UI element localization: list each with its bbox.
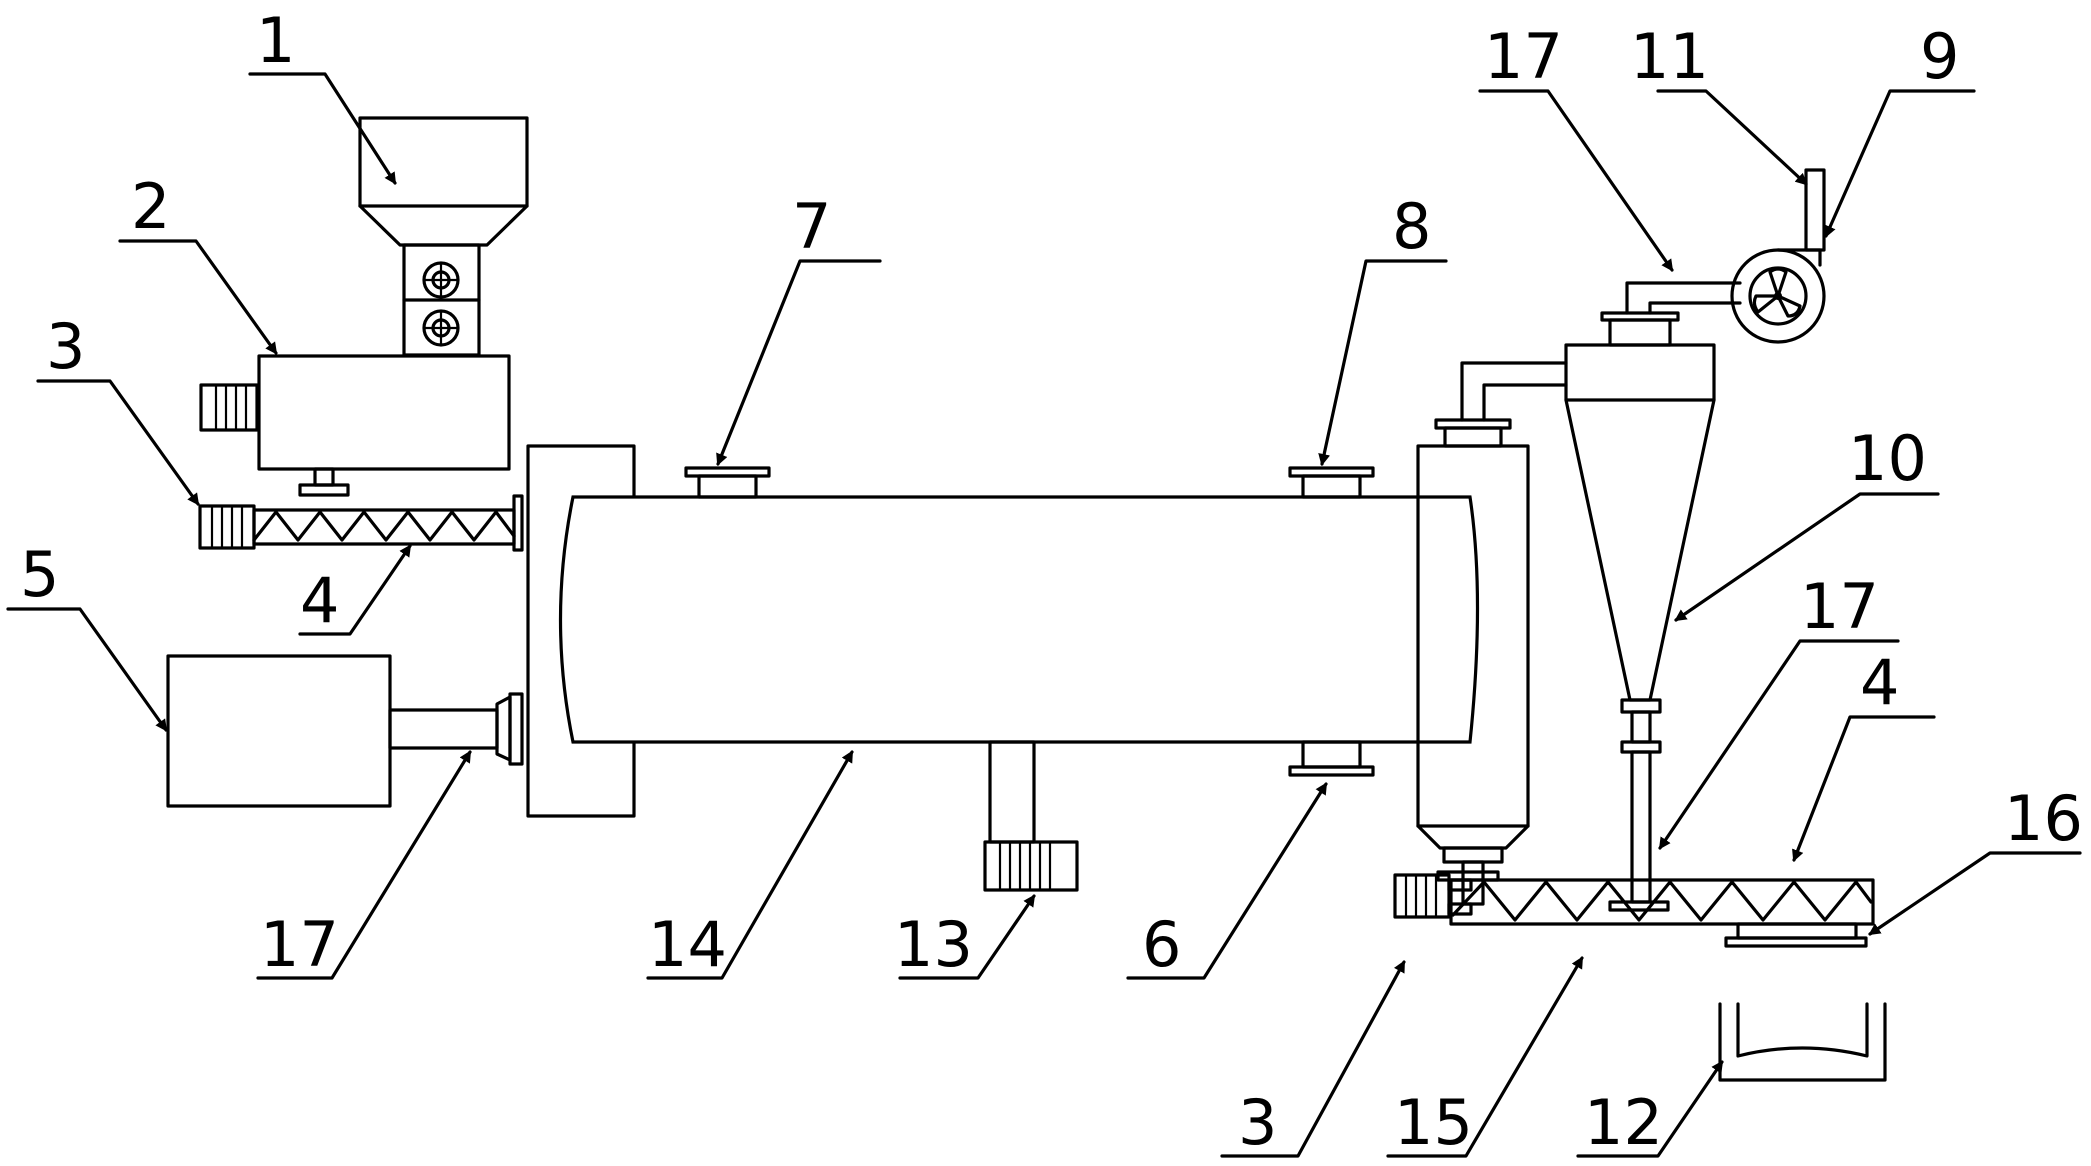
label-4: 4 [1860, 646, 1899, 719]
leader-lines [6, 72, 2082, 1158]
label-13: 13 [894, 908, 973, 981]
label-1: 1 [256, 4, 295, 77]
label-11: 11 [1630, 20, 1709, 93]
label-9: 9 [1920, 20, 1959, 93]
hopper [358, 116, 529, 357]
gear-icon [422, 309, 460, 347]
gear-icon [422, 261, 460, 299]
label-14: 14 [648, 908, 727, 981]
label-17: 17 [1484, 20, 1563, 93]
number-labels: 1 2 3 4 5 7 8 17 11 9 10 17 4 16 17 14 1… [20, 4, 2083, 1159]
heater-box [166, 654, 524, 808]
feed-box [199, 354, 511, 497]
label-16: 16 [2004, 782, 2083, 855]
label-5: 5 [20, 538, 59, 611]
label-17: 17 [1800, 570, 1879, 643]
label-6: 6 [1142, 908, 1181, 981]
label-7: 7 [792, 190, 831, 263]
label-4: 4 [300, 564, 339, 637]
label-8: 8 [1392, 190, 1431, 263]
collection-bin [1718, 1002, 1887, 1082]
bottom-screw-conveyor [1393, 870, 1875, 948]
rotary-drum [558, 466, 1480, 892]
label-17: 17 [260, 908, 339, 981]
top-screw-conveyor [198, 494, 524, 552]
label-3: 3 [46, 310, 85, 383]
label-10: 10 [1848, 422, 1927, 495]
label-3: 3 [1238, 1086, 1277, 1159]
label-12: 12 [1584, 1086, 1663, 1159]
fan-blade-icon [1752, 267, 1802, 318]
label-2: 2 [131, 170, 170, 243]
drum-discharge-housing [1416, 418, 1530, 906]
fan [1730, 168, 1826, 344]
label-15: 15 [1394, 1086, 1473, 1159]
cyclone-separator [1460, 281, 1742, 904]
